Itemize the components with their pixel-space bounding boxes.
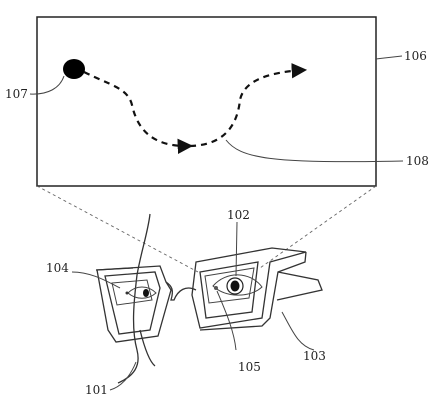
leader-104 (71, 271, 121, 289)
left-eye-screen (111, 279, 153, 306)
label-106: 106 (404, 49, 427, 63)
left-eye-shape (127, 286, 157, 299)
gaze-path-dashed-2 (189, 63, 308, 148)
right-temple-arm-2 (276, 271, 323, 301)
glasses-left-arm (117, 213, 151, 384)
glasses (95, 213, 323, 384)
leader-103 (281, 311, 315, 351)
label-104: 104 (46, 261, 69, 275)
left-lens-inner (104, 271, 161, 335)
leader-107 (29, 75, 65, 95)
right-iris (226, 277, 244, 295)
right-eye-screen (204, 267, 255, 304)
left-pupil (143, 289, 149, 297)
leader-101 (109, 361, 137, 391)
glasses-cable (95, 267, 134, 271)
label-108: 108 (406, 154, 429, 168)
projection-line-right (259, 185, 377, 269)
glasses-bridge (165, 281, 197, 301)
leader-106 (375, 55, 403, 60)
label-107: 107 (5, 87, 28, 101)
right-lens-frame (191, 247, 307, 329)
label-105: 105 (238, 360, 261, 374)
gaze-start-dot (63, 59, 85, 79)
right-temple-arm (199, 251, 307, 331)
leader-102 (235, 221, 238, 277)
leader-105 (216, 290, 237, 351)
right-eye-shape (212, 274, 263, 296)
right-pupil (230, 280, 240, 292)
gaze-path-dashed (83, 71, 194, 155)
label-103: 103 (303, 349, 326, 363)
display-panel (36, 16, 377, 187)
projection-line-left (36, 185, 199, 273)
left-sensor-dot (125, 291, 129, 295)
label-101: 101 (85, 383, 108, 397)
label-102: 102 (227, 208, 250, 222)
glasses-left-arm-2 (139, 329, 156, 367)
left-lens-frame (96, 265, 172, 343)
leader-108 (225, 139, 404, 163)
right-lens-inner (199, 261, 259, 319)
right-sensor-dot (214, 286, 218, 290)
